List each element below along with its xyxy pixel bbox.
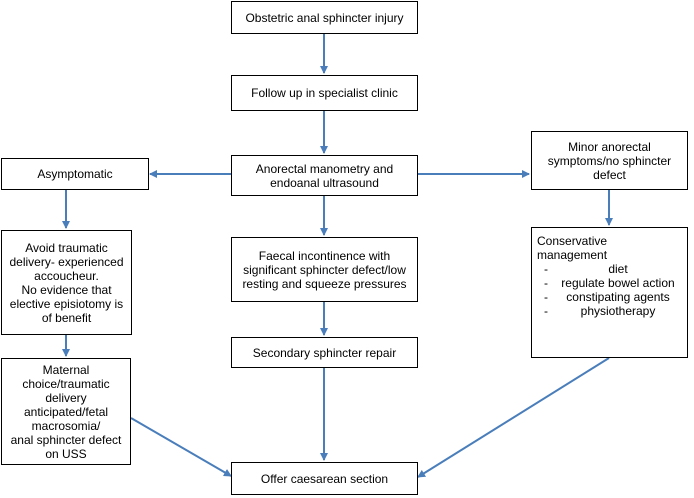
node-avoid-traumatic-line: elective episiotomy is: [9, 296, 124, 311]
arrow-conservative-to-caesarean: [417, 357, 610, 478]
node-avoid-traumatic-line: delivery- experienced: [9, 254, 124, 269]
node-faecal-incontinence-line: significant sphincter defect/low: [243, 262, 406, 277]
node-caesarean-label: Offer caesarean section: [260, 471, 389, 486]
node-minor-symptoms-line: symptoms/no sphincter: [547, 153, 672, 168]
node-obstetric-injury: Obstetric anal sphincter injury: [231, 1, 418, 34]
node-conservative-title-line: Conservative: [537, 234, 608, 248]
conservative-list-item: regulate bowel action: [537, 276, 677, 290]
node-conservative-title-line: management: [537, 248, 608, 262]
node-conservative-title: Conservative management: [537, 234, 681, 262]
node-faecal-incontinence-line: Faecal incontinence with: [258, 248, 391, 263]
node-secondary-repair: Secondary sphincter repair: [231, 337, 418, 368]
node-minor-symptoms: Minor anorectal symptoms/no sphincter de…: [531, 131, 688, 190]
node-asymptomatic-label: Asymptomatic: [37, 167, 113, 181]
node-follow-up: Follow up in specialist clinic: [231, 75, 418, 111]
node-maternal-choice-line: macrosomia/: [31, 418, 101, 433]
node-minor-symptoms-line: defect: [593, 167, 626, 182]
node-avoid-traumatic-line: No evidence that: [21, 282, 112, 297]
node-maternal-choice-line: Maternal: [42, 362, 90, 377]
node-maternal-choice-line: delivery: [45, 390, 87, 405]
node-faecal-incontinence: Faecal incontinence with significant sph…: [231, 237, 418, 302]
node-caesarean: Offer caesarean section: [231, 462, 418, 495]
node-obstetric-injury-label: Obstetric anal sphincter injury: [245, 10, 404, 25]
node-manometry: Anorectal manometry and endoanal ultraso…: [231, 155, 418, 196]
node-maternal-choice-line: anticipated/fetal: [23, 404, 109, 419]
node-avoid-traumatic-line: Avoid traumatic: [25, 240, 108, 255]
conservative-list-item: constipating agents: [537, 290, 677, 304]
node-avoid-traumatic: Avoid traumatic delivery- experienced ac…: [1, 230, 132, 335]
node-maternal-choice-line: on USS: [45, 446, 87, 461]
node-asymptomatic: Asymptomatic: [1, 158, 149, 190]
node-manometry-line: endoanal ultrasound: [270, 175, 379, 190]
node-minor-symptoms-line: Minor anorectal: [568, 139, 651, 154]
conservative-list-item: diet: [537, 262, 677, 276]
node-maternal-choice-line: choice/traumatic: [22, 376, 110, 391]
node-maternal-choice-line: anal sphincter defect: [10, 432, 122, 447]
node-conservative-management: Conservative management diet regulate bo…: [531, 227, 688, 358]
arrow-maternal-to-caesarean: [130, 417, 232, 477]
conservative-list-item: physiotherapy: [537, 304, 677, 318]
node-secondary-repair-label: Secondary sphincter repair: [252, 345, 397, 360]
node-manometry-line: Anorectal manometry and: [255, 161, 394, 176]
conservative-list: diet regulate bowel action constipating …: [537, 262, 681, 318]
node-faecal-incontinence-line: resting and squeeze pressures: [242, 276, 407, 291]
node-follow-up-label: Follow up in specialist clinic: [251, 86, 398, 100]
node-avoid-traumatic-line: of benefit: [41, 310, 92, 325]
node-avoid-traumatic-line: accoucheur.: [34, 268, 99, 283]
node-maternal-choice: Maternal choice/traumatic delivery antic…: [1, 358, 131, 465]
